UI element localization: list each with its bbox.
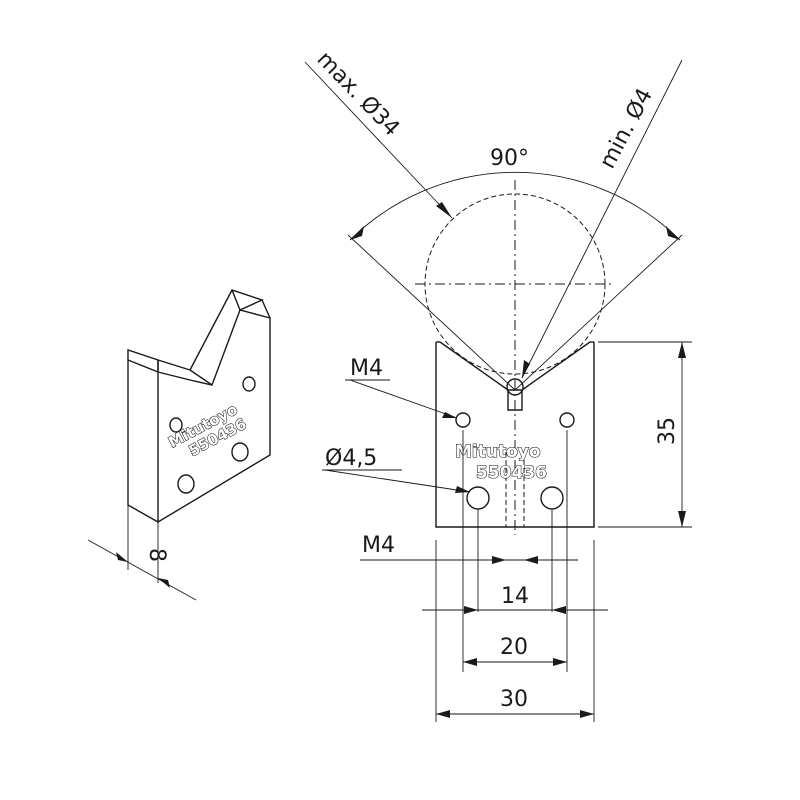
dim-14-arrow-left [464,606,478,614]
hole-m4-right [559,412,575,428]
iso-hole-4 [231,442,249,462]
hole-45-right [540,486,564,510]
angle-label: 90° [490,146,529,171]
thickness-label: 8 [144,548,169,562]
front-view: Mitutoyo 550436 90° max. Ø34 min. Ø4 M4 … [304,47,692,722]
height-arrow-top [678,342,686,358]
hole-45-left [466,486,490,510]
spacing-14-label: 14 [501,584,529,609]
height-label: 35 [655,417,680,445]
m4-arrow [442,412,457,418]
iso-v-edge [231,289,241,311]
width-30-label: 30 [500,687,528,712]
min-diameter-label: min. Ø4 [595,84,658,172]
height-arrow-bottom [678,511,686,527]
dim-14-arrow-right [552,606,566,614]
min-diameter-leader [521,59,683,379]
dim-20-arrow-right [553,658,567,666]
max-diameter-leader [304,61,453,219]
m4-bottom-arrow-right [524,556,538,564]
front-part-number: 550436 [476,463,547,483]
thread-bottom-label: M4 [362,533,395,558]
max-arrow [436,202,452,218]
iso-left-side [127,358,159,524]
through-hole-arrow [455,486,470,493]
max-diameter-label: max. Ø34 [312,47,404,142]
iso-arrow-1 [116,552,128,562]
iso-v-bottom [189,369,213,386]
through-hole-leader [324,469,471,493]
thread-hole-label: M4 [350,356,383,381]
iso-top-left [127,349,159,372]
angle-line-left [347,234,516,391]
dim-30-arrow-left [436,710,450,718]
iso-hole-3 [177,474,195,494]
m4-leader-line [349,379,458,419]
through-hole-label: Ø4,5 [325,446,377,471]
isometric-view: Mitutoyo 550436 8 [87,289,271,601]
dim-30-arrow-right [580,710,594,718]
iso-v-edge2 [261,299,271,319]
front-brand-logo: Mitutoyo [455,442,541,462]
iso-top-edge [157,359,191,371]
angle-arrow-left [350,226,364,240]
angle-arrow-right [666,226,680,240]
iso-hole-2 [242,376,256,392]
iso-arrow-2 [158,578,170,588]
hole-m4-left [455,412,471,428]
m4-bottom-arrow-left [492,556,506,564]
iso-dim-line-8 [87,539,197,601]
iso-v-groove [189,289,264,371]
spacing-20-label: 20 [500,635,528,660]
iso-hole-1 [169,417,183,433]
angle-arc [349,171,681,241]
dim-20-arrow-left [463,658,477,666]
angle-line-right [514,234,683,391]
min-arrow [522,360,530,378]
